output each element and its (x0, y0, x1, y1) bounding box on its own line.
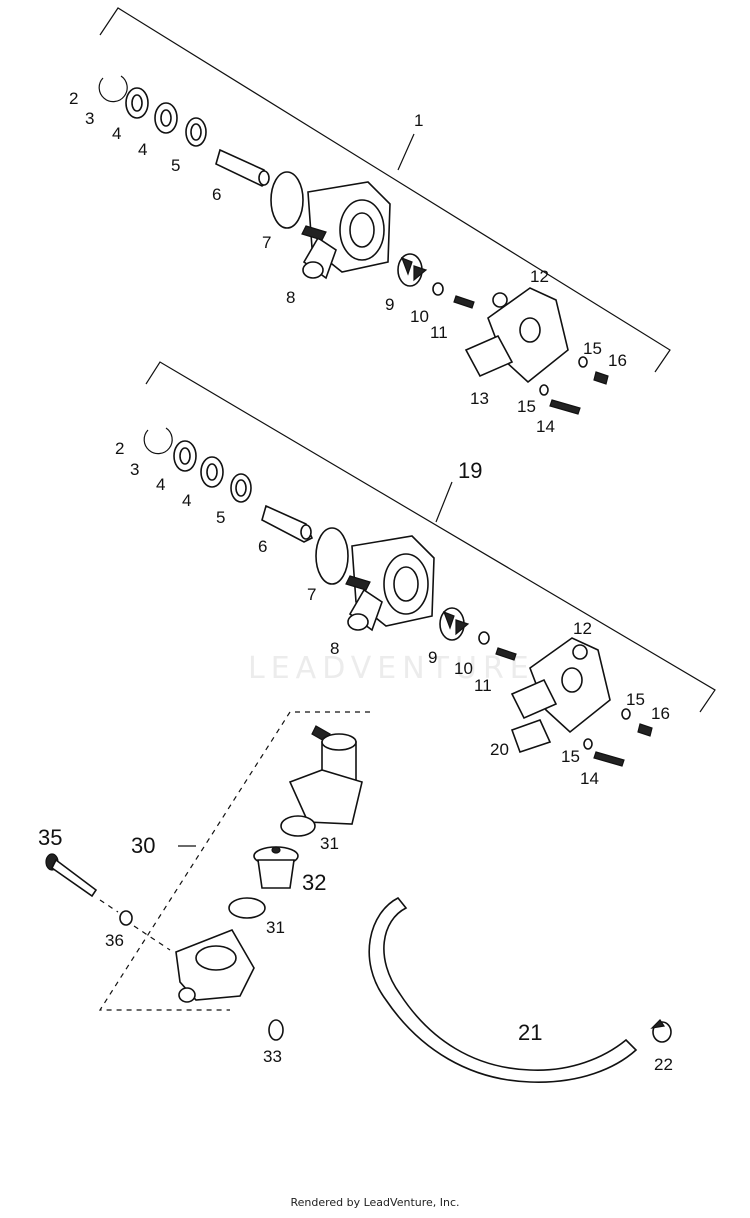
callout-15: 15 (583, 339, 602, 358)
callout-8: 8 (286, 288, 295, 307)
screw-icon (453, 295, 475, 309)
callout-2: 2 (115, 439, 124, 458)
hose-clamp-icon (650, 1019, 672, 1043)
gasket-icon (270, 171, 304, 229)
o-ring-icon (268, 1019, 284, 1041)
assembly-19-parts (143, 427, 653, 767)
hose-connector-icon (510, 718, 552, 754)
screw-icon (549, 399, 581, 415)
o-ring-icon (539, 384, 549, 396)
callout-14: 14 (536, 417, 555, 436)
callout-3: 3 (130, 460, 139, 479)
screw-icon (495, 647, 517, 661)
callout-6: 6 (258, 537, 267, 556)
o-ring-icon (621, 708, 631, 720)
callout-31: 31 (266, 918, 285, 937)
o-ring-icon (228, 897, 266, 919)
thermostat-base-icon (175, 929, 255, 1003)
thermostat-group-bracket (98, 711, 370, 1011)
pump-housing-icon (301, 181, 391, 280)
assembly-1-parts (98, 75, 609, 415)
hose-connector-icon (510, 678, 558, 720)
callout-33: 33 (263, 1047, 282, 1066)
callout-16: 16 (608, 351, 627, 370)
callout-6: 6 (212, 185, 221, 204)
washer-icon (432, 282, 444, 296)
screw-icon (637, 723, 653, 737)
callout-12: 12 (573, 619, 592, 638)
pump-housing-icon (345, 535, 435, 632)
callout-9: 9 (428, 648, 437, 667)
thermostat-group-parts (45, 725, 363, 1041)
callout-4: 4 (156, 475, 165, 494)
o-ring-icon (280, 815, 316, 837)
callout-14: 14 (580, 769, 599, 788)
callout-19: 19 (458, 458, 482, 483)
bolt-icon (45, 853, 98, 898)
gasket-icon (315, 527, 349, 585)
circlip-icon (143, 427, 173, 455)
callout-31: 31 (320, 834, 339, 853)
callout-labels: 1 2 3 4 4 5 6 7 8 9 10 11 12 13 15 16 15… (38, 89, 673, 1074)
callout-15: 15 (626, 690, 645, 709)
impeller-icon (439, 607, 470, 641)
circlip-icon (98, 75, 128, 103)
callout-22: 22 (654, 1055, 673, 1074)
watermark-text: LEADVENTURE (248, 651, 535, 686)
screw-icon (593, 751, 625, 767)
callout-1: 1 (414, 111, 423, 130)
callout-16: 16 (651, 704, 670, 723)
callout-2: 2 (69, 89, 78, 108)
callout-35: 35 (38, 825, 62, 850)
callout-13: 13 (470, 389, 489, 408)
callout-7: 7 (307, 585, 316, 604)
shaft-icon (215, 148, 270, 187)
impeller-icon (397, 253, 428, 287)
callout-10: 10 (410, 307, 429, 326)
callout-10: 10 (454, 659, 473, 678)
washer-icon (119, 910, 133, 926)
footer-credit: Rendered by LeadVenture, Inc. (290, 1196, 460, 1209)
callout-7: 7 (262, 233, 271, 252)
bearing-icon (125, 87, 207, 147)
callout-36: 36 (105, 931, 124, 950)
hose-icon (368, 896, 638, 1083)
callout-4: 4 (138, 140, 147, 159)
thermostat-icon (253, 846, 299, 889)
pump-cover-icon (529, 637, 611, 734)
callout-9: 9 (385, 295, 394, 314)
washer-icon (478, 631, 490, 645)
callout-15: 15 (561, 747, 580, 766)
callout-30: 30 (131, 833, 155, 858)
callout-5: 5 (171, 156, 180, 175)
callout-32: 32 (302, 870, 326, 895)
callout-11: 11 (474, 676, 492, 695)
callout-15: 15 (517, 397, 536, 416)
assembly-1-bracket (99, 7, 671, 373)
o-ring-icon (578, 356, 588, 368)
callout-20: 20 (490, 740, 509, 759)
o-ring-icon (583, 738, 593, 750)
thermostat-housing-icon (288, 725, 363, 825)
shaft-icon (261, 504, 314, 543)
callout-12: 12 (530, 267, 549, 286)
callout-21: 21 (518, 1020, 542, 1045)
callout-8: 8 (330, 639, 339, 658)
callout-5: 5 (216, 508, 225, 527)
assembly-19-bracket (145, 361, 716, 713)
bearing-icon (173, 440, 252, 503)
screw-icon (593, 371, 609, 385)
hose-connector-icon (464, 334, 514, 378)
callout-11: 11 (430, 323, 448, 342)
callout-4: 4 (182, 491, 191, 510)
callout-3: 3 (85, 109, 94, 128)
callout-4: 4 (112, 124, 121, 143)
callout-leaders (397, 133, 453, 523)
